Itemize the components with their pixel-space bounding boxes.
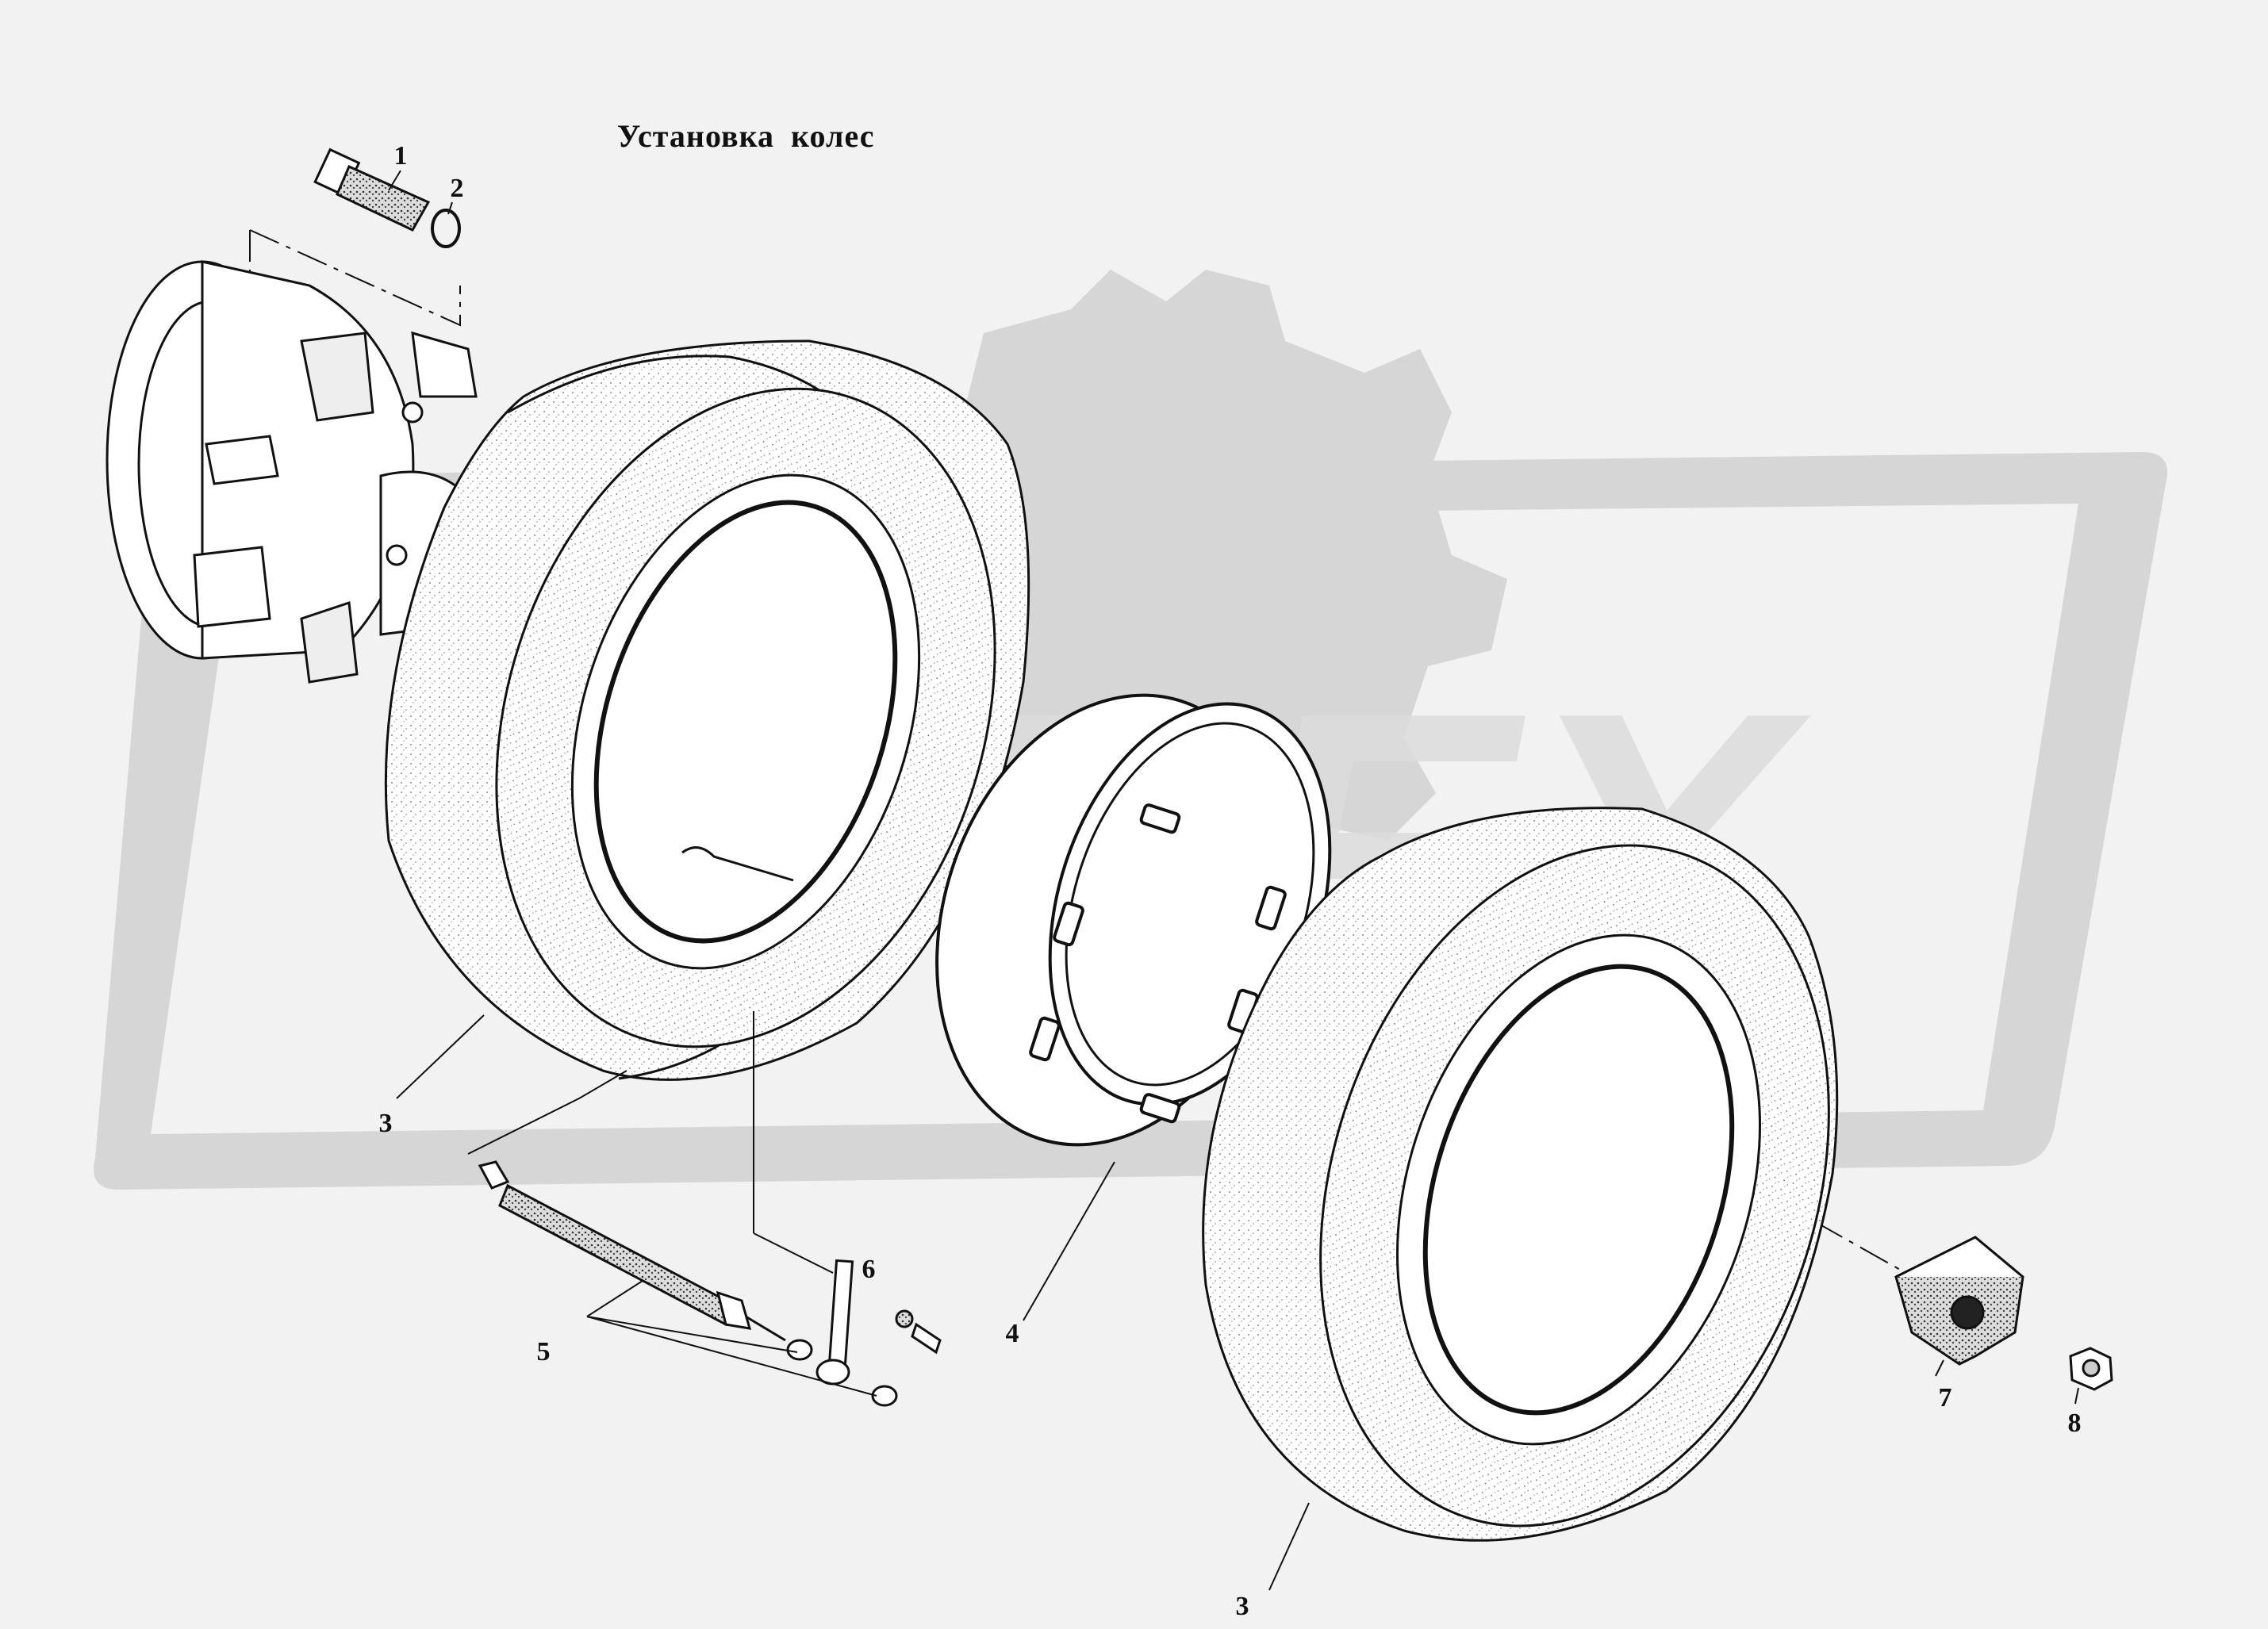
clamp-plate: [1894, 1236, 2024, 1366]
diagram-title: Установка колес: [617, 118, 875, 154]
wheel-bolt: [313, 148, 431, 232]
callout-4: 4: [1005, 1319, 1019, 1348]
callout-6: 6: [862, 1255, 876, 1284]
callout-1: 1: [393, 141, 408, 171]
tire-left: [384, 339, 1030, 1081]
callout-3-right: 3: [1235, 1592, 1249, 1621]
leader-lines: [388, 170, 2079, 1591]
valve-clamp: [815, 1259, 942, 1407]
wheel-nut: [2069, 1347, 2113, 1391]
callout-3-left: 3: [378, 1109, 393, 1138]
callout-8: 8: [2067, 1409, 2082, 1438]
callout-7: 7: [1938, 1383, 1952, 1412]
valve-extension: [478, 1160, 813, 1361]
callout-2: 2: [450, 174, 464, 203]
tire-right: [1202, 807, 1839, 1542]
callout-5: 5: [536, 1337, 551, 1366]
washer: [431, 209, 461, 248]
